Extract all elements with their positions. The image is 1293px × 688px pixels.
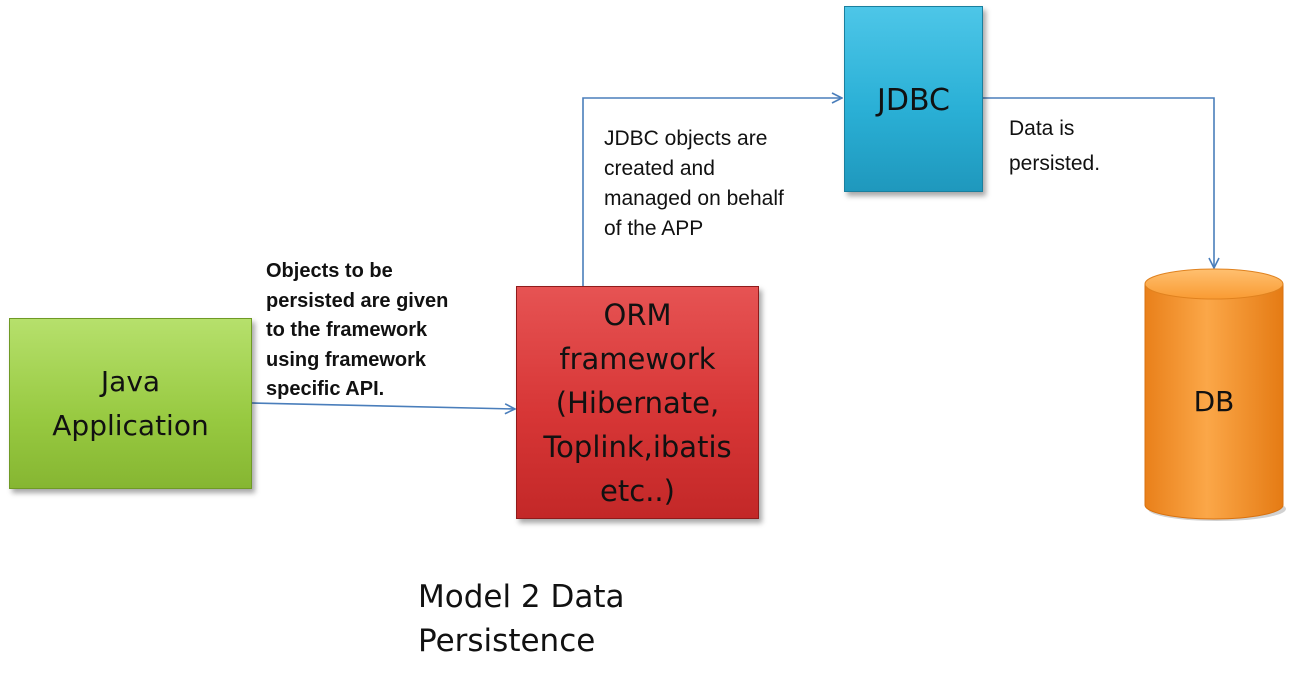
orm-line-4: Toplink,ibatis xyxy=(543,429,732,464)
edge-label-java-to-orm: Objects to be persisted are given to the… xyxy=(266,257,526,405)
java-application-box: Java Application xyxy=(9,318,252,489)
orm-line-3: (Hibernate, xyxy=(555,385,720,420)
caption-line-1: Model 2 Data xyxy=(418,579,625,615)
edge-label-line: to the framework xyxy=(266,319,428,341)
edge-label-line: created and xyxy=(604,157,715,180)
orm-line-2: framework xyxy=(559,341,716,376)
caption-line-2: Persistence xyxy=(418,623,596,659)
orm-line-1: ORM xyxy=(603,297,672,332)
edge-label-line: using framework xyxy=(266,348,427,371)
edge-label-orm-to-jdbc: JDBC objects are created and managed on … xyxy=(604,124,834,244)
orm-framework-text: ORM framework (Hibernate, Toplink,ibatis… xyxy=(543,293,731,513)
connector-jdbc-to-db xyxy=(983,97,1214,268)
orm-framework-box: ORM framework (Hibernate, Toplink,ibatis… xyxy=(516,286,759,519)
edge-label-line: managed on behalf xyxy=(604,187,784,210)
jdbc-label: JDBC xyxy=(877,83,950,118)
edge-label-line: persisted are given xyxy=(266,289,449,312)
edge-label-line: JDBC objects are xyxy=(604,127,768,150)
connector-java-to-orm xyxy=(251,402,515,409)
orm-line-5: etc..) xyxy=(600,473,675,508)
diagram-caption: Model 2 Data Persistence xyxy=(418,575,678,663)
edge-label-jdbc-to-db: Data is persisted. xyxy=(1009,111,1149,181)
db-label: DB xyxy=(1193,385,1235,418)
connector-orm-to-jdbc xyxy=(582,98,842,286)
edge-label-line: Data is xyxy=(1009,117,1075,140)
edge-label-line: of the APP xyxy=(604,217,704,240)
edge-label-line: specific API. xyxy=(266,378,385,400)
java-line-2: Application xyxy=(52,408,209,442)
java-line-1: Java xyxy=(100,364,161,398)
java-application-text: Java Application xyxy=(52,360,208,448)
edge-label-line: persisted. xyxy=(1009,152,1101,175)
db-cylinder xyxy=(1144,268,1286,521)
jdbc-box: JDBC xyxy=(844,6,983,192)
edge-label-line: Objects to be xyxy=(266,260,393,282)
